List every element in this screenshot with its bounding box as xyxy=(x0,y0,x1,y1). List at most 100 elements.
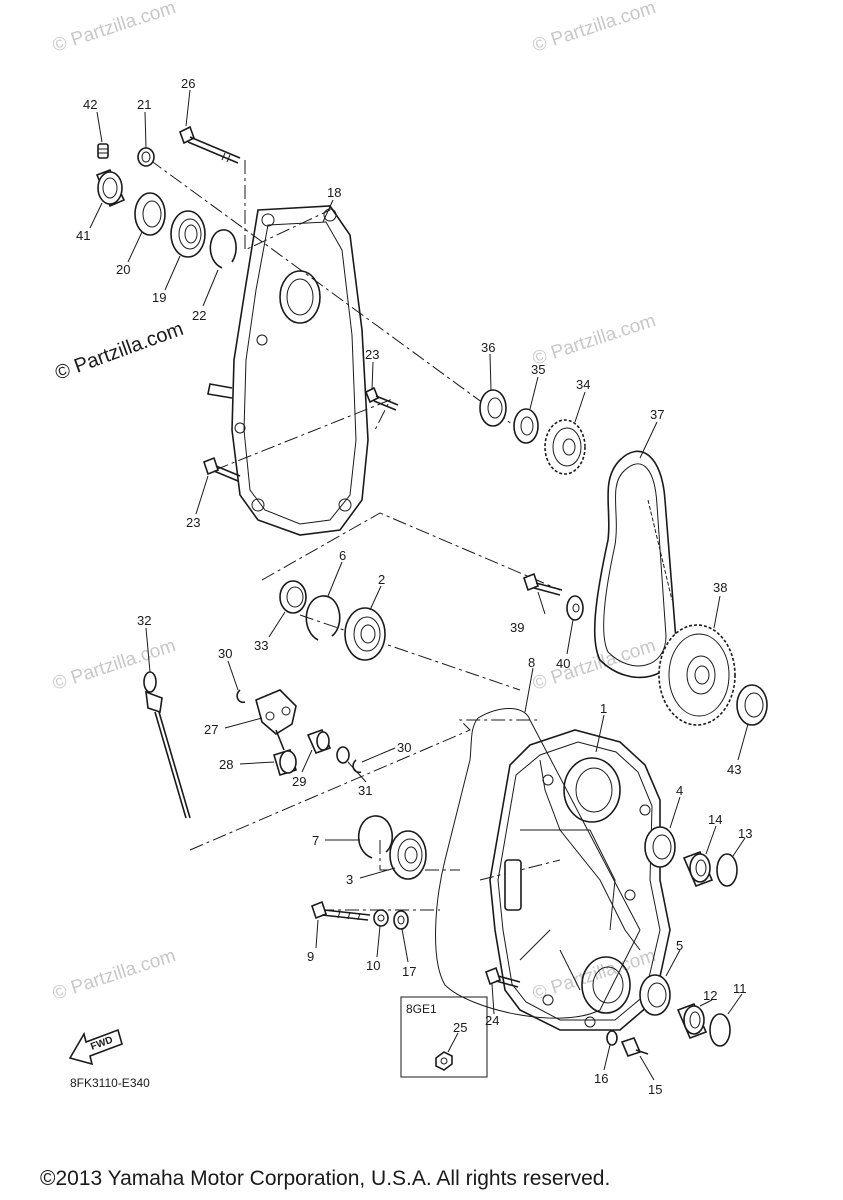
bolt-15 xyxy=(620,1037,649,1057)
diagram-code: 8FK3110-E340 xyxy=(70,1076,150,1090)
callout-13: 13 xyxy=(738,826,752,841)
seal-36 xyxy=(479,389,507,427)
bolt-9 xyxy=(311,900,371,921)
callout-25: 25 xyxy=(453,1020,467,1035)
seal-4 xyxy=(644,826,676,868)
leader-lines xyxy=(89,89,749,1081)
washer-17 xyxy=(393,910,409,930)
oring-11 xyxy=(709,1013,731,1047)
callout-32: 32 xyxy=(137,613,151,628)
callout-31: 31 xyxy=(358,783,372,798)
circlip-22 xyxy=(209,229,237,269)
chain-37 xyxy=(593,450,677,679)
callout-39: 39 xyxy=(510,620,524,635)
callout-30-b: 30 xyxy=(397,740,411,755)
callout-5: 5 xyxy=(676,938,683,953)
callout-23-a: 23 xyxy=(365,347,379,362)
callout-11: 11 xyxy=(733,981,747,996)
callout-37: 37 xyxy=(650,407,664,422)
callout-30-a: 30 xyxy=(218,646,232,661)
callout-24: 24 xyxy=(485,1013,499,1028)
callout-23-b: 23 xyxy=(186,515,200,530)
callout-14: 14 xyxy=(708,812,722,827)
washer-35 xyxy=(513,408,539,444)
bearing-3 xyxy=(389,830,427,880)
callouts: 42 21 26 18 41 20 19 22 23 23 36 35 34 3… xyxy=(76,76,752,1097)
tensioner-27 xyxy=(255,689,297,751)
bushing-33 xyxy=(279,580,307,614)
callout-4: 4 xyxy=(676,783,683,798)
circlip-6 xyxy=(305,595,341,641)
callout-38: 38 xyxy=(713,580,727,595)
clip-30-b xyxy=(352,759,362,774)
bearing-2 xyxy=(344,607,386,661)
callout-6: 6 xyxy=(339,548,346,563)
watermark-7: © Partzilla.com xyxy=(530,945,658,1005)
watermark-6: © Partzilla.com xyxy=(50,945,178,1005)
watermark-3: © Partzilla.com xyxy=(530,310,658,370)
washer-40 xyxy=(566,595,584,621)
callout-12: 12 xyxy=(703,988,717,1003)
callout-17: 17 xyxy=(402,964,416,979)
seal-5 xyxy=(639,974,671,1016)
callout-15: 15 xyxy=(648,1082,662,1097)
bolt-23-b xyxy=(203,456,241,482)
oil-seal-20 xyxy=(134,192,166,236)
callout-1: 1 xyxy=(600,701,607,716)
callout-19: 19 xyxy=(152,290,166,305)
collar-41 xyxy=(95,168,126,208)
copyright-notice: ©2013 Yamaha Motor Corporation, U.S.A. A… xyxy=(40,1167,610,1190)
callout-29: 29 xyxy=(292,774,306,789)
gear-38 xyxy=(658,624,736,726)
watermark-1: © Partzilla.com xyxy=(50,0,178,57)
watermark-main: © Partzilla.com xyxy=(52,318,186,385)
pin-29 xyxy=(306,728,332,755)
callout-27: 27 xyxy=(204,722,218,737)
watermark-5: © Partzilla.com xyxy=(530,635,658,695)
callout-36: 36 xyxy=(481,340,495,355)
oring-13 xyxy=(716,853,738,887)
bearing-19 xyxy=(170,210,206,258)
callout-7: 7 xyxy=(312,833,319,848)
callout-26: 26 xyxy=(181,76,195,91)
callout-40: 40 xyxy=(556,656,570,671)
bolt-26 xyxy=(179,125,241,164)
callout-8: 8 xyxy=(528,655,535,670)
callout-33: 33 xyxy=(254,638,268,653)
nut-25 xyxy=(435,1051,453,1071)
bushing-14 xyxy=(682,850,714,888)
crankcase-1 xyxy=(489,729,671,1031)
callout-2: 2 xyxy=(378,572,385,587)
washer-31 xyxy=(336,746,350,764)
bushing-12 xyxy=(676,1002,708,1040)
bolt-23-a xyxy=(364,386,399,411)
variant-box-label: 8GE1 xyxy=(406,1002,437,1016)
bolt-39 xyxy=(523,572,563,596)
nut-10 xyxy=(373,909,389,927)
sprocket-34 xyxy=(544,419,586,475)
callout-21: 21 xyxy=(137,97,151,112)
callout-10: 10 xyxy=(366,958,380,973)
callout-43: 43 xyxy=(727,762,741,777)
roller-28 xyxy=(273,748,297,777)
callout-41: 41 xyxy=(76,228,90,243)
callout-16: 16 xyxy=(594,1071,608,1086)
callout-42: 42 xyxy=(83,97,97,112)
bolt-24 xyxy=(485,966,521,988)
callout-18: 18 xyxy=(327,185,341,200)
fwd-arrow-icon: FWD xyxy=(68,1028,123,1066)
variant-box: 8GE1 xyxy=(400,996,488,1078)
circlip-7 xyxy=(357,815,394,859)
dipstick-32 xyxy=(143,671,191,819)
gasket-8 xyxy=(435,708,641,1019)
watermark-2: © Partzilla.com xyxy=(530,0,658,57)
screw-42 xyxy=(97,143,109,159)
seal-43 xyxy=(736,684,768,726)
callout-3: 3 xyxy=(346,872,353,887)
watermark-4: © Partzilla.com xyxy=(50,635,178,695)
upper-cover-18 xyxy=(207,205,369,536)
callout-28: 28 xyxy=(219,757,233,772)
callout-22: 22 xyxy=(192,308,206,323)
clip-30-a xyxy=(236,689,246,704)
